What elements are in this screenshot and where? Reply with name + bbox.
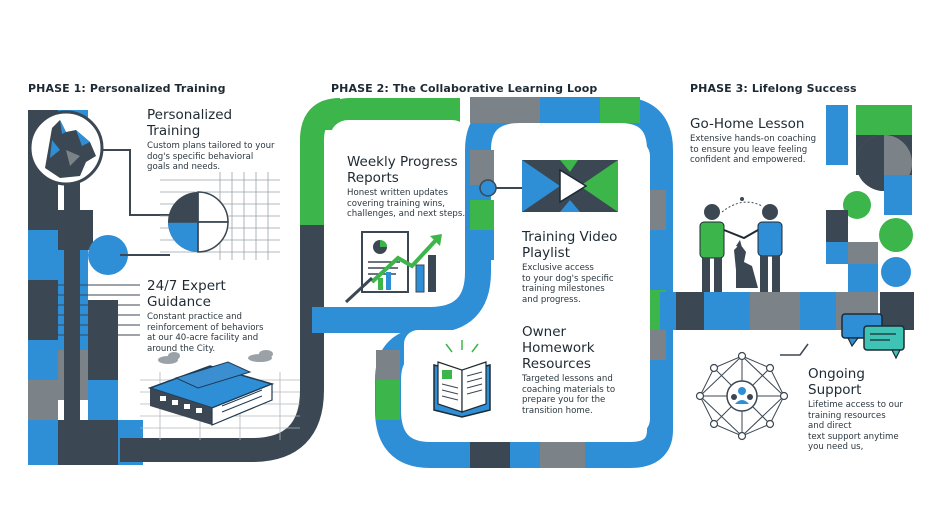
phase-1-title: PHASE 1: Personalized Training — [28, 82, 226, 95]
step-go-home-lesson: Go-Home Lesson Extensive hands-on coachi… — [690, 116, 816, 166]
step-ongoing-support: Ongoing Support Lifetime access to our t… — [808, 366, 903, 453]
network-icon — [695, 351, 789, 441]
step-description: Targeted lessons and coaching materials … — [522, 374, 616, 416]
phase3-art — [660, 105, 914, 441]
phase-2-title: PHASE 2: The Collaborative Learning Loop — [331, 82, 598, 95]
step-title: Personalized Training — [147, 107, 233, 139]
chat-bubbles-icon — [780, 313, 905, 360]
step-description: Extensive hands-on coaching to ensure yo… — [690, 134, 817, 166]
phase-3-title: PHASE 3: Lifelong Success — [690, 82, 857, 95]
step-title: 24/7 Expert Guidance — [147, 278, 226, 310]
people-dog-icon — [699, 197, 783, 292]
step-title: Training Video Playlist — [522, 229, 618, 261]
phase2-art — [300, 97, 673, 468]
step-video-playlist: Training Video Playlist Exclusive access… — [522, 229, 617, 305]
step-title: Owner Homework Resources — [522, 324, 595, 372]
facility-icon — [147, 361, 275, 426]
step-description: Honest written updates covering training… — [347, 188, 466, 220]
pie-grid-icon — [160, 172, 280, 260]
step-weekly-reports: Weekly Progress Reports Honest written u… — [347, 154, 465, 220]
step-description: Constant practice and reinforcement of b… — [147, 312, 264, 354]
step-title: Go-Home Lesson — [690, 116, 805, 132]
step-personalized-training: Personalized Training Custom plans tailo… — [147, 107, 275, 173]
step-title: Weekly Progress Reports — [347, 154, 458, 186]
step-expert-guidance: 24/7 Expert Guidance Constant practice a… — [147, 278, 264, 354]
book-icon — [433, 340, 491, 418]
step-description: Exclusive access to your dog's specific … — [522, 263, 614, 305]
report-chart-icon — [344, 231, 442, 304]
step-description: Custom plans tailored to your dog's spec… — [147, 141, 275, 173]
step-description: Lifetime access to our training resource… — [808, 400, 903, 453]
phase1-art — [28, 110, 324, 465]
step-title: Ongoing Support — [808, 366, 865, 398]
video-play-icon — [479, 160, 618, 212]
dog-icon — [28, 110, 104, 186]
step-homework-resources: Owner Homework Resources Targeted lesson… — [522, 324, 615, 416]
